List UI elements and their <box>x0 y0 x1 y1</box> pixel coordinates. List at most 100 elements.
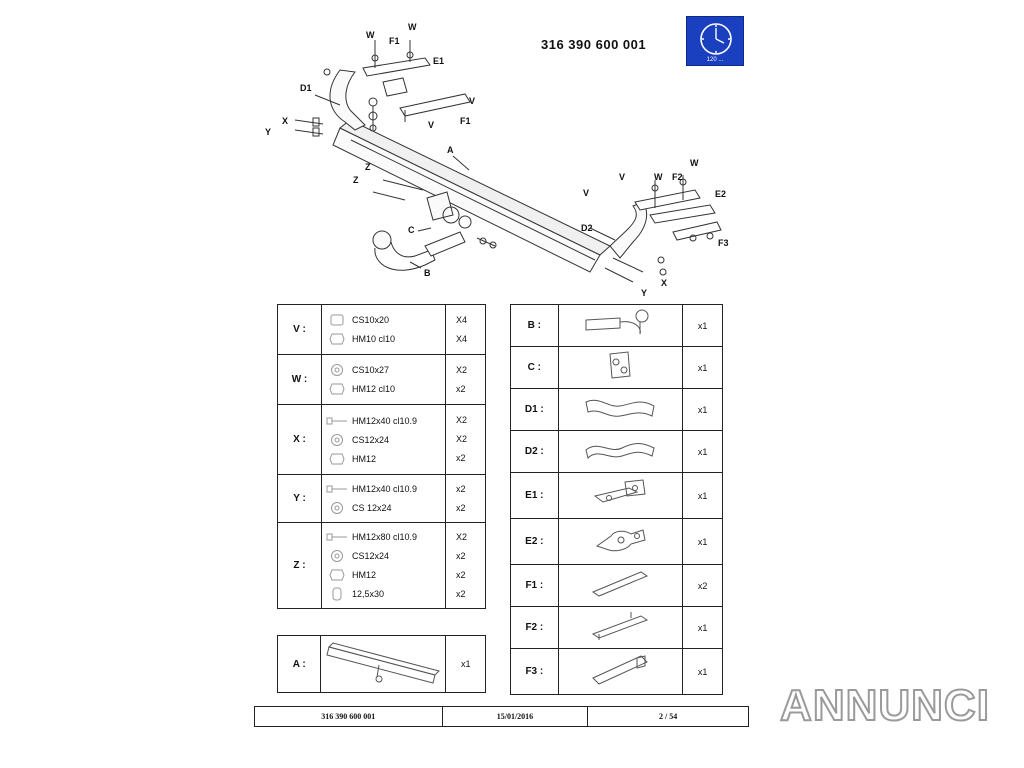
time-label: 120 ... <box>706 57 724 63</box>
part-picture <box>557 388 684 431</box>
part-picture <box>557 648 684 695</box>
fastener-qty: X2 x2 <box>445 354 486 405</box>
fastener-qty: X4 X4 <box>445 304 486 355</box>
fastener-desc: HM12x40 cl10.9 CS12x24 HM12 <box>321 404 446 475</box>
part-code: D1 : <box>510 388 559 431</box>
main-beam-table: A : x1 <box>276 635 486 693</box>
fastener-code: W : <box>277 354 322 405</box>
nut-icon <box>329 569 345 581</box>
watermark-text: ANNUNCI <box>780 681 990 730</box>
part-row-d2: D2 : x1 <box>510 430 723 473</box>
fastener-code: Y : <box>277 474 322 523</box>
fastener-code: X : <box>277 404 322 475</box>
watermark-logo: ANNUNCI <box>779 680 990 731</box>
part-code: C : <box>510 346 559 389</box>
callout-v: V <box>583 188 590 198</box>
part-number: 316 390 600 001 <box>541 37 647 52</box>
bolt-icon <box>329 333 345 345</box>
callout-y: Y <box>265 127 272 137</box>
parts-table: B : x1 C : x1 D1 : x1 D2 : x1 E1 : x1 E2… <box>510 304 723 695</box>
part-qty: x2 <box>682 564 723 607</box>
part-qty: x1 <box>682 346 723 389</box>
bracket-d2-icon <box>585 443 656 459</box>
callout-a: A <box>447 145 454 155</box>
part-row-b: B : x1 <box>510 304 723 347</box>
part-qty: x1 <box>682 388 723 431</box>
towball-icon <box>585 309 649 335</box>
fastener-code: V : <box>277 304 322 355</box>
callout-f3: F3 <box>718 238 729 248</box>
callout-x: X <box>661 278 668 288</box>
part-code: F1 : <box>510 564 559 607</box>
callout-e1: E1 <box>433 56 445 66</box>
part-row-c: C : x1 <box>510 346 723 389</box>
footer-row: 316 390 600 001 15/01/2016 2 / 54 <box>254 706 749 727</box>
fastener-spec: CS10x20 <box>352 315 390 325</box>
bolt-icon <box>326 417 347 424</box>
qty-value: x2 <box>456 569 466 580</box>
qty-value: x2 <box>456 550 466 561</box>
part-qty: x1 <box>682 518 723 565</box>
nut-icon <box>330 314 344 326</box>
callout-z: Z <box>353 175 359 185</box>
nut-icon <box>329 453 345 464</box>
bracket-e2-icon <box>596 529 647 552</box>
part-picture <box>557 472 684 519</box>
fastener-desc: HM12x80 cl10.9 CS12x24 HM12 12,5x30 <box>321 522 446 609</box>
qty-value: X2 <box>456 434 468 444</box>
plate-f1-icon <box>592 571 649 597</box>
part-row-e2: E2 : x1 <box>510 518 723 565</box>
callout-b: B <box>424 268 431 278</box>
callout-w: W <box>366 30 375 40</box>
part-code: A : <box>276 635 322 693</box>
fastener-row-v: V : CS10x20 HM10 cl10 X4 X4 <box>277 304 486 355</box>
fastener-row-y: Y : HM12x40 cl10.9 CS 12x24 x2 x2 <box>277 474 486 523</box>
callout-d2: D2 <box>581 223 593 233</box>
qty-value: x2 <box>456 588 466 599</box>
qty-value: x2 <box>456 453 466 463</box>
fastener-spec: CS12x24 <box>352 551 390 561</box>
crossbar-icon <box>326 641 441 684</box>
bolt-icon <box>326 533 347 541</box>
callout-d1: D1 <box>300 83 312 93</box>
qty-value: x2 <box>456 383 466 394</box>
socket-plate-icon <box>609 351 631 379</box>
part-qty: x1 <box>682 648 723 695</box>
callout-v: V <box>619 172 626 182</box>
nut-icon <box>329 383 345 395</box>
part-picture <box>557 430 684 473</box>
part-picture <box>557 606 684 649</box>
plate-f3-icon <box>592 655 649 685</box>
fastener-spec: HM12x80 cl10.9 <box>352 532 418 542</box>
part-picture <box>557 518 684 565</box>
exploded-drawing <box>294 40 722 283</box>
callout-v: V <box>469 96 476 106</box>
fastener-desc: CS10x27 HM12 cl10 <box>321 354 446 405</box>
part-picture <box>557 564 684 607</box>
fastener-row-w: W : CS10x27 HM12 cl10 X2 x2 <box>277 354 486 405</box>
qty-value: X2 <box>456 415 468 425</box>
footer-date: 15/01/2016 <box>441 706 589 727</box>
part-row-f1: F1 : x2 <box>510 564 723 607</box>
callout-w: W <box>408 22 417 32</box>
bolt-icon <box>326 485 347 493</box>
callout-y: Y <box>641 288 648 298</box>
fastener-row-z: Z : HM12x80 cl10.9 CS12x24 HM12 12,5x30 … <box>277 522 486 609</box>
part-code: B : <box>510 304 559 347</box>
qty-value: x2 <box>456 502 466 513</box>
part-row-f3: F3 : x1 <box>510 648 723 695</box>
fastener-code: Z : <box>277 522 322 609</box>
callout-f2: F2 <box>672 172 683 182</box>
footer: 316 390 600 001 15/01/2016 2 / 54 <box>254 706 749 727</box>
fastener-spec: HM12x40 cl10.9 <box>352 415 418 426</box>
qty-value: X2 <box>456 531 468 542</box>
footer-page: 2 / 54 <box>587 706 749 727</box>
part-row-e1: E1 : x1 <box>510 472 723 519</box>
qty-value: X4 <box>456 333 468 344</box>
fastener-spec: HM12 cl10 <box>352 384 396 394</box>
bracket-d1-icon <box>585 399 656 417</box>
spacer-icon <box>332 587 342 601</box>
footer-part-number: 316 390 600 001 <box>254 706 443 727</box>
part-qty: x1 <box>682 472 723 519</box>
callout-z: Z <box>365 162 371 172</box>
